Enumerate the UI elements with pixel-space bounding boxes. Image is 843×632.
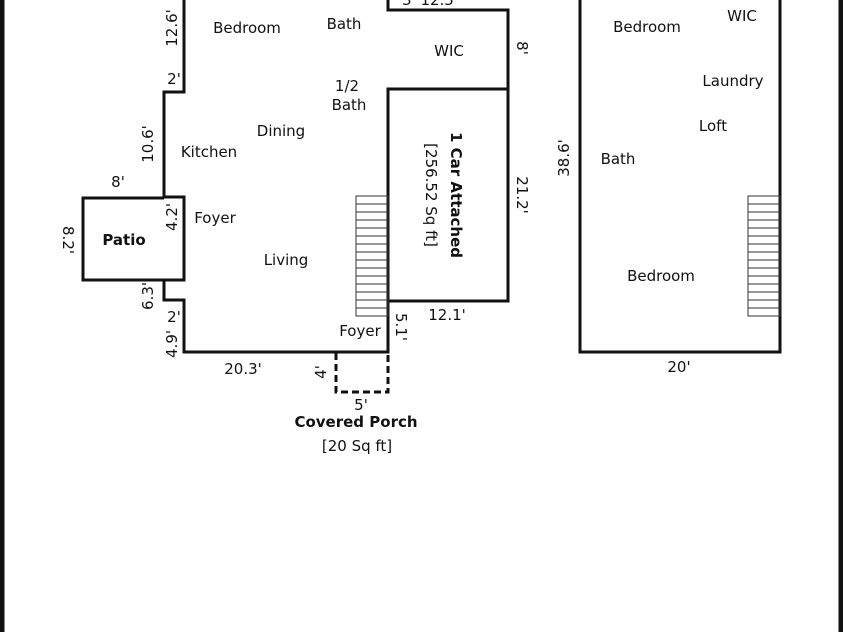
dim-left-upper: 12.6' — [163, 9, 181, 47]
dim-left-mid: 10.6' — [139, 125, 157, 163]
room-label-bath: Bath — [327, 15, 362, 33]
room-label-wic: WIC — [434, 42, 464, 60]
room-label-laundry: Laundry — [702, 72, 763, 90]
dim-top-cut: 3' 12.5' — [402, 0, 458, 9]
garage-title: 1 Car Attached — [447, 132, 465, 258]
room-label-wic-upper: WIC — [727, 7, 757, 25]
dim-porch-depth: 4' — [312, 365, 330, 379]
floor1-wic-wall — [386, 0, 510, 89]
dim-garage-width: 12.1' — [428, 306, 466, 324]
room-label-foyer-entry: Foyer — [339, 322, 381, 340]
covered-porch-outline — [334, 350, 390, 394]
dim-garage-depth: 21.2' — [513, 176, 531, 214]
room-label-loft: Loft — [699, 117, 727, 135]
dim-wic-depth: 8' — [513, 41, 531, 55]
room-label-bedroom: Bedroom — [213, 19, 281, 37]
floor2-outer-wall — [578, 0, 782, 354]
dim-floor2-width: 20' — [667, 358, 690, 376]
room-label-kitchen: Kitchen — [181, 143, 237, 161]
room-label-bath-upper: Bath — [601, 150, 636, 168]
floor2-staircase — [747, 195, 781, 317]
floor1-outer-wall — [162, 0, 510, 354]
patio-wall — [81, 196, 164, 282]
dim-patio-depth: 8.2' — [59, 226, 77, 254]
room-label-dining: Dining — [257, 122, 305, 140]
dim-entry: 5.1' — [392, 313, 410, 341]
dim-bottom: 20.3' — [224, 360, 262, 378]
room-label-living: Living — [264, 251, 309, 269]
dim-foyer-inset: 4.2' — [163, 203, 181, 231]
dim-left-jog: 2' — [167, 70, 181, 88]
porch-title: Covered Porch — [294, 413, 417, 431]
room-label-half-bath-fraction: 1/2 — [335, 77, 359, 95]
dim-floor2-depth: 38.6' — [555, 139, 573, 177]
room-label-bedroom-upper: Bedroom — [613, 18, 681, 36]
floor1-staircase — [355, 195, 389, 317]
room-label-bedroom-lower: Bedroom — [627, 267, 695, 285]
porch-area: [20 Sq ft] — [322, 437, 392, 455]
room-label-patio: Patio — [102, 231, 145, 249]
dim-left-lower: 6.3' — [139, 282, 157, 310]
garage-area: [256.52 Sq ft] — [422, 143, 440, 247]
dim-left-bottom: 4.9' — [163, 330, 181, 358]
dim-patio-width: 8' — [111, 173, 125, 191]
room-label-foyer-side: Foyer — [194, 209, 236, 227]
room-label-half-bath: Bath — [332, 96, 367, 114]
dim-porch-width: 5' — [354, 396, 368, 414]
dim-left-jog-bottom: 2' — [167, 308, 181, 326]
